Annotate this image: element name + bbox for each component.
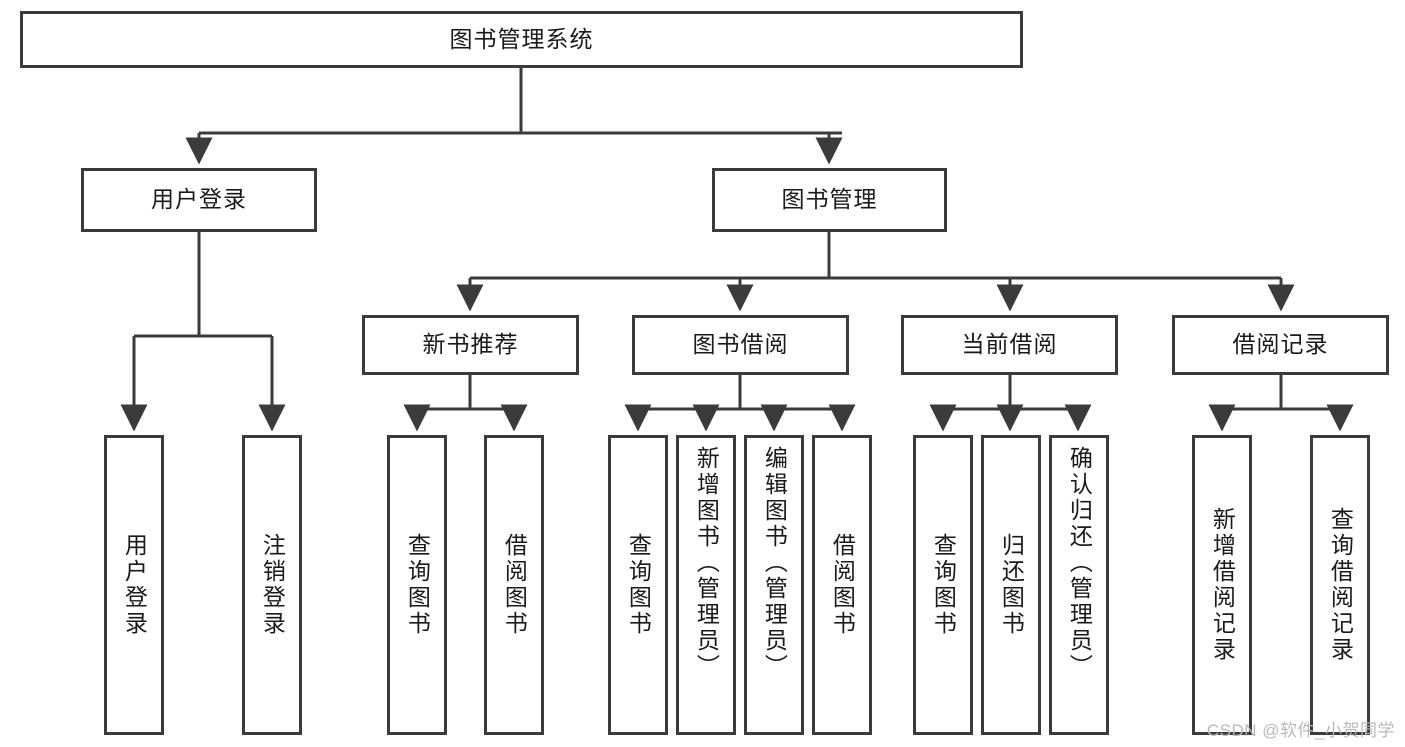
node-label: 归还图书 [998, 533, 1025, 637]
node-label: 新书推荐 [422, 331, 519, 358]
node-book-borrow[interactable]: 图书借阅 [632, 315, 849, 375]
node-label: 借阅记录 [1232, 331, 1329, 358]
node-leaf-logout[interactable]: 注销登录 [242, 435, 302, 735]
node-label: 查询图书 [930, 533, 957, 637]
node-label: 确认归还（管理员） [1066, 446, 1093, 680]
node-label: 查询图书 [404, 533, 431, 637]
node-label: 新增图书（管理员） [693, 446, 720, 680]
node-leaf-query-book-3[interactable]: 查询图书 [913, 435, 973, 735]
node-leaf-add-record[interactable]: 新增借阅记录 [1192, 435, 1252, 735]
node-label: 用户登录 [151, 186, 247, 213]
node-leaf-add-book[interactable]: 新增图书（管理员） [676, 435, 736, 735]
node-leaf-query-record[interactable]: 查询借阅记录 [1310, 435, 1370, 735]
watermark-text: CSDN @软件_小贺同学 [1206, 721, 1395, 740]
node-label: 借阅图书 [501, 533, 528, 637]
node-leaf-query-book-2[interactable]: 查询图书 [608, 435, 668, 735]
node-label: 查询借阅记录 [1327, 507, 1354, 663]
node-borrow-record[interactable]: 借阅记录 [1172, 315, 1389, 375]
node-leaf-borrow-book-1[interactable]: 借阅图书 [484, 435, 544, 735]
node-label: 图书管理系统 [449, 25, 594, 52]
node-leaf-borrow-book-2[interactable]: 借阅图书 [812, 435, 872, 735]
node-user-login[interactable]: 用户登录 [81, 168, 317, 232]
node-book-manage[interactable]: 图书管理 [712, 168, 947, 232]
node-leaf-user-login[interactable]: 用户登录 [104, 435, 164, 735]
node-new-book-rec[interactable]: 新书推荐 [362, 315, 579, 375]
node-label: 借阅图书 [829, 533, 856, 637]
node-leaf-edit-book[interactable]: 编辑图书（管理员） [744, 435, 804, 735]
node-leaf-query-book-1[interactable]: 查询图书 [387, 435, 447, 735]
node-label: 用户登录 [121, 533, 148, 637]
node-label: 新增借阅记录 [1209, 507, 1236, 663]
node-current-borrow[interactable]: 当前借阅 [901, 315, 1118, 375]
node-label: 查询图书 [625, 533, 652, 637]
node-root[interactable]: 图书管理系统 [20, 11, 1023, 68]
node-leaf-return-book[interactable]: 归还图书 [981, 435, 1041, 735]
node-label: 编辑图书（管理员） [761, 446, 788, 680]
node-label: 注销登录 [259, 533, 286, 637]
node-label: 图书管理 [781, 186, 878, 213]
node-leaf-confirm-return[interactable]: 确认归还（管理员） [1049, 435, 1109, 735]
node-label: 图书借阅 [692, 331, 789, 358]
node-label: 当前借阅 [961, 331, 1058, 358]
